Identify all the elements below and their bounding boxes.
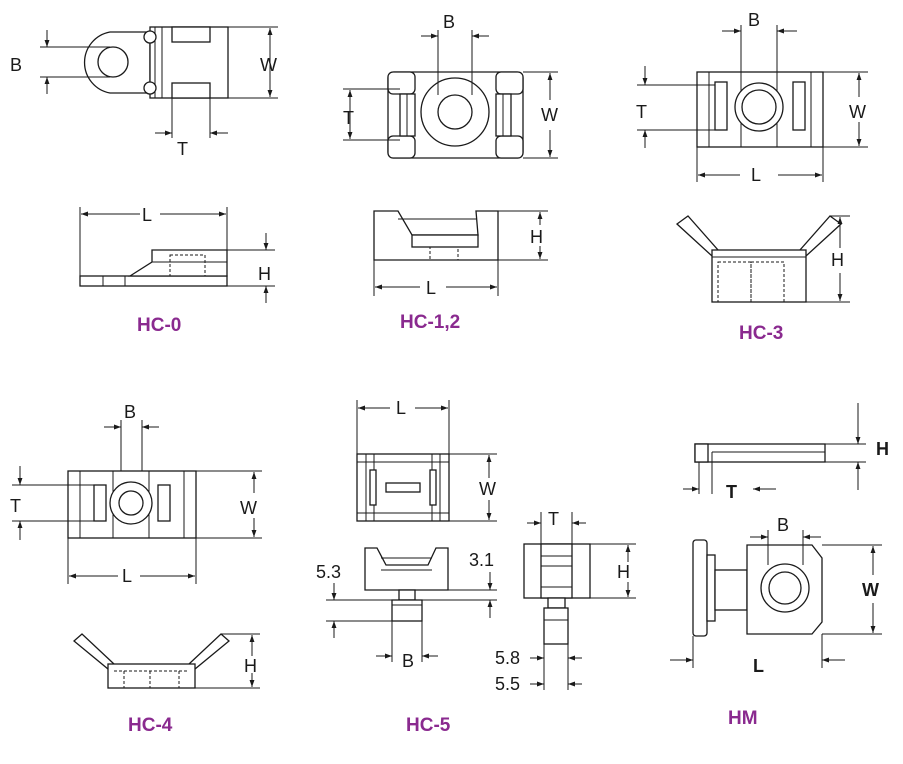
hc0-dim-b: B bbox=[10, 55, 22, 75]
hc12-dim-t: T bbox=[343, 108, 354, 128]
hc3-dim-l: L bbox=[751, 165, 761, 185]
hc4-top-view bbox=[67, 470, 197, 539]
hc5-top-view bbox=[356, 453, 450, 522]
hc5-dim-5-5: 5.5 bbox=[495, 674, 520, 694]
hc5-dim-t: T bbox=[548, 509, 559, 529]
hc12-dim-w: W bbox=[541, 105, 558, 125]
hc12-top-view bbox=[387, 71, 524, 159]
hc12-dim-b: B bbox=[443, 12, 455, 32]
hc4-side-view bbox=[72, 633, 231, 689]
hc0-title: HC-0 bbox=[137, 315, 181, 336]
hc4-dim-h: H bbox=[244, 656, 257, 676]
hc5-title: HC-5 bbox=[406, 715, 451, 736]
hc0-top-view bbox=[83, 26, 229, 99]
hm-drawing: H T B W L bbox=[670, 403, 889, 729]
hc3-drawing: B T W L H HC-3 bbox=[636, 10, 868, 344]
hc0-dim-h: H bbox=[258, 264, 271, 284]
hc3-dim-h: H bbox=[831, 250, 844, 270]
hc4-drawing: B T W L H HC-4 bbox=[10, 402, 262, 736]
hm-dim-t: T bbox=[726, 482, 737, 502]
hc12-dim-l: L bbox=[426, 278, 436, 298]
hc0-dim-t: T bbox=[177, 139, 188, 159]
hm-dim-b: B bbox=[777, 515, 789, 535]
hc5-dim-b: B bbox=[402, 651, 414, 671]
hm-title: HM bbox=[728, 708, 758, 729]
hc12-drawing: B T W H L HC-1,2 bbox=[343, 12, 558, 333]
hm-dim-w: W bbox=[862, 580, 879, 600]
hc4-dim-l: L bbox=[122, 566, 132, 586]
hc5-dim-5-3: 5.3 bbox=[316, 562, 341, 582]
hc5-dim-w: W bbox=[479, 479, 496, 499]
hc3-side-view bbox=[675, 215, 843, 303]
hc5-front-view bbox=[364, 547, 449, 622]
hc12-dim-h: H bbox=[530, 227, 543, 247]
hc3-dim-w: W bbox=[849, 102, 866, 122]
hc5-dim-5-8: 5.8 bbox=[495, 648, 520, 668]
hc0-drawing: B W T L H HC-0 bbox=[10, 26, 278, 336]
hc4-dim-w: W bbox=[240, 498, 257, 518]
hm-dim-l: L bbox=[753, 656, 764, 676]
hc5-dim-3-1: 3.1 bbox=[469, 550, 494, 570]
hc12-title: HC-1,2 bbox=[400, 312, 460, 333]
hc5-dim-l: L bbox=[396, 398, 406, 418]
hc5-dim-h: H bbox=[617, 562, 630, 582]
hc12-side-view bbox=[373, 210, 499, 261]
hm-top-view bbox=[692, 539, 823, 637]
hc0-dim-w: W bbox=[260, 55, 277, 75]
hc5-side-view bbox=[523, 543, 591, 645]
hm-side-view bbox=[694, 443, 826, 463]
hc0-side-view bbox=[79, 249, 228, 287]
hc4-title: HC-4 bbox=[128, 715, 173, 736]
hc0-dim-l: L bbox=[142, 205, 152, 225]
hc3-dim-t: T bbox=[636, 102, 647, 122]
hc4-dim-b: B bbox=[124, 402, 136, 422]
hc3-title: HC-3 bbox=[739, 323, 783, 344]
hc4-dim-t: T bbox=[10, 496, 21, 516]
hc3-top-view bbox=[696, 71, 824, 148]
hm-dim-h: H bbox=[876, 439, 889, 459]
hc3-dim-b: B bbox=[748, 10, 760, 30]
hc5-drawing: L W 5.3 3.1 B bbox=[316, 398, 636, 736]
